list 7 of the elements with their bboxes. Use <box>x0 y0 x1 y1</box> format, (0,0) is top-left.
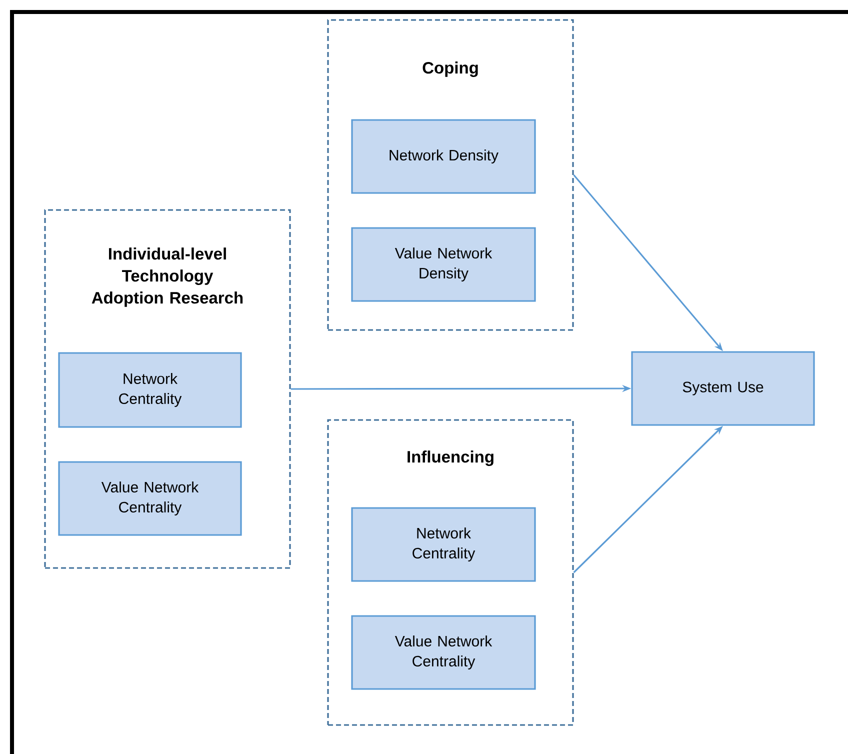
concept-box: Network Centrality <box>351 507 536 582</box>
concept-box: Network Centrality <box>58 352 242 428</box>
concept-box: System Use <box>631 351 815 426</box>
concept-box: Value Network Centrality <box>351 615 536 690</box>
concept-box: Value Network Density <box>351 227 536 302</box>
concept-box: Value Network Centrality <box>58 461 242 536</box>
concept-box: Network Density <box>351 119 536 194</box>
